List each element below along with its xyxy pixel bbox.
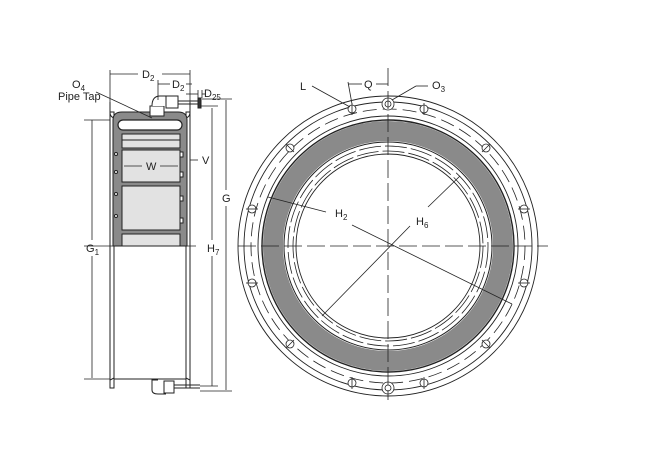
shoe-lower <box>121 185 181 231</box>
front-dimensions <box>238 68 548 400</box>
label-d2-inner: D2 <box>172 79 185 93</box>
side-view <box>84 95 202 395</box>
label-g1: G1 <box>86 243 100 257</box>
label-o4: O4 <box>72 79 86 93</box>
label-l: L <box>300 81 306 93</box>
label-g: G <box>222 193 231 205</box>
label-v: V <box>202 155 210 167</box>
label-q: Q <box>364 79 373 91</box>
label-o3: O3 <box>432 80 446 94</box>
label-pipe-tap: Pipe Tap <box>58 91 101 103</box>
label-d25: D25 <box>204 88 221 102</box>
side-dimensions <box>84 70 232 392</box>
front-labels: L Q O3 H2 H6 <box>300 79 446 230</box>
label-w: W <box>146 161 157 173</box>
label-d2-outer: D2 <box>142 69 155 83</box>
label-h6: H6 <box>416 216 429 230</box>
label-h2: H2 <box>335 208 348 222</box>
side-labels: O4 Pipe Tap D2 D2 D25 W V G G1 H7 <box>58 69 231 257</box>
air-tube <box>117 119 183 131</box>
label-h7: H7 <box>207 243 220 257</box>
pipe-fitting-top <box>149 95 202 117</box>
pipe-fitting-bottom <box>151 379 200 395</box>
